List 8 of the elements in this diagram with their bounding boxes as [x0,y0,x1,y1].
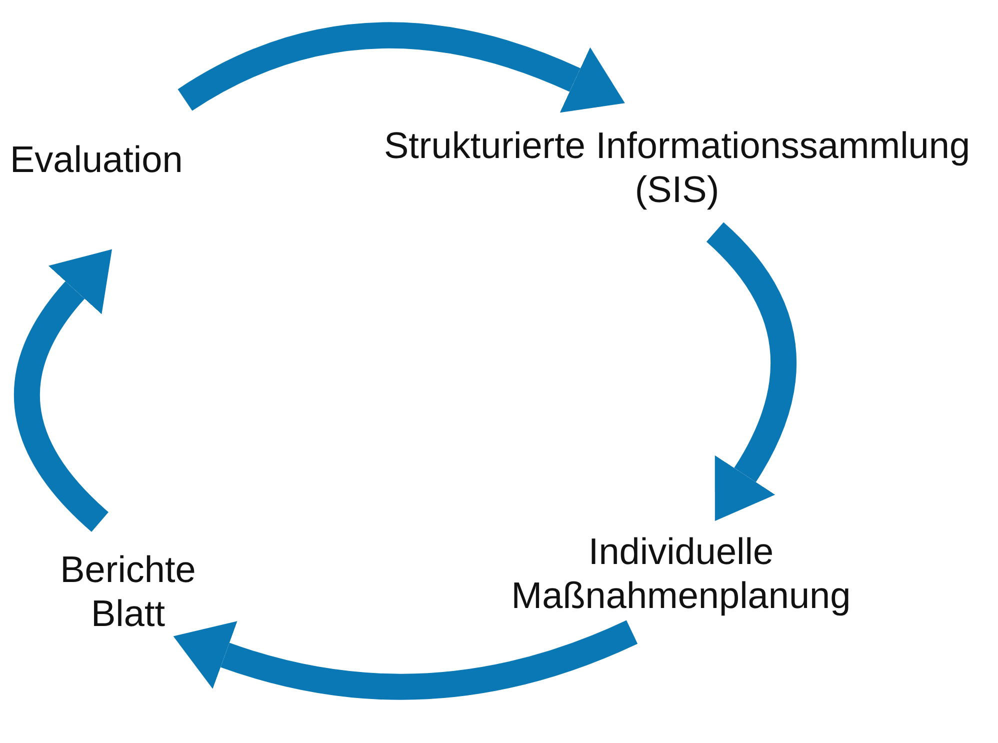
step-label: Evaluation [10,138,184,182]
curved-arrow [14,248,110,532]
step-label: Individuelle Maßnahmenplanung [510,530,852,618]
curved-arrow [172,620,638,700]
step-label: Strukturierte Informationssammlung (SIS) [382,124,972,212]
curved-arrow [706,222,796,522]
step-label: Berichte Blatt [59,548,197,636]
curved-arrow [178,22,626,114]
